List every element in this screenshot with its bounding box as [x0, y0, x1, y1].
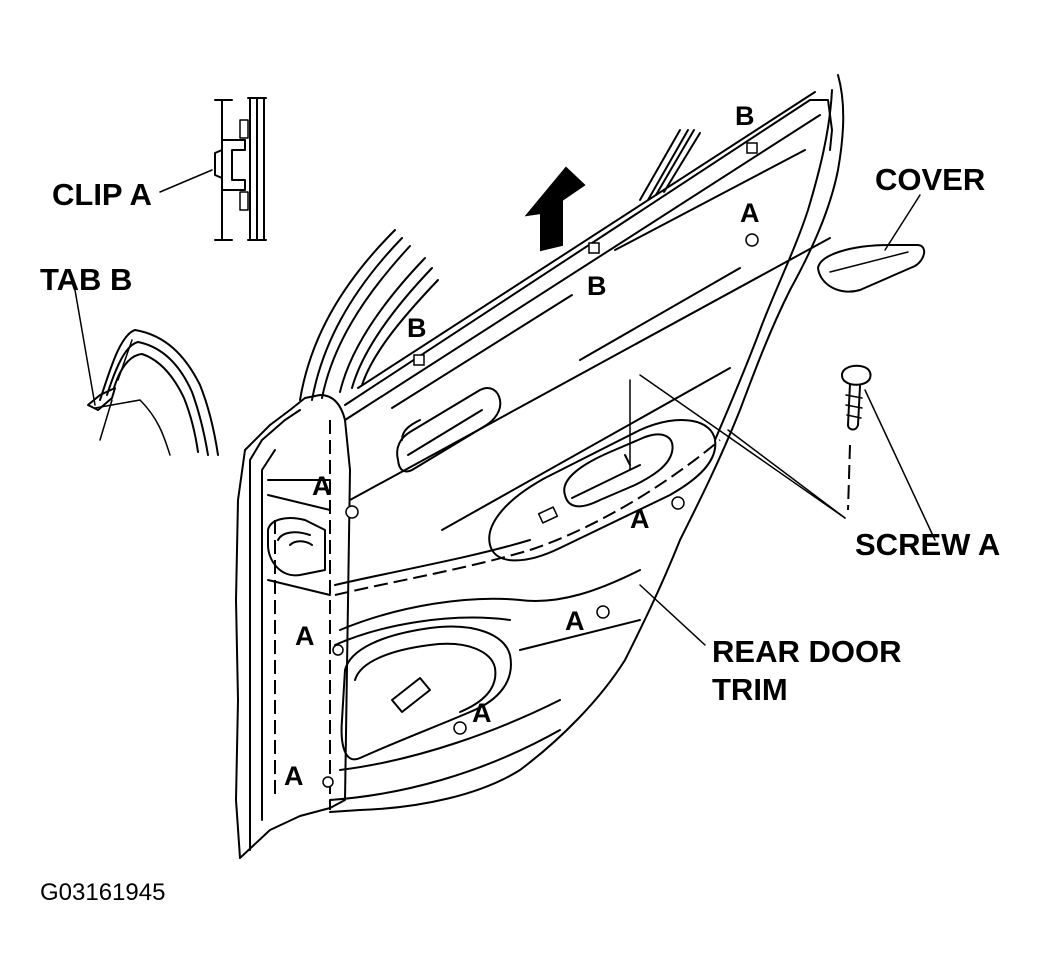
window-frame [299, 129, 701, 401]
marker-a: A [565, 606, 585, 636]
screw-a-leader [639, 374, 846, 519]
marker-b: B [587, 271, 607, 301]
pull-handle [267, 517, 326, 577]
clip-a-detail [214, 97, 267, 241]
figure-code: G03161945 [40, 879, 165, 906]
marker-a: A [284, 761, 304, 791]
removal-direction-arrow [524, 166, 586, 252]
clip-hole [745, 233, 759, 247]
screw-a-leader [727, 429, 846, 519]
screw-a-leader [864, 389, 936, 541]
cover-part [817, 244, 926, 293]
door-pocket [340, 625, 512, 761]
screw-a-label: SCREW A [855, 527, 1000, 562]
tab-b-label: TAB B [40, 262, 132, 297]
clip-hole [322, 776, 334, 788]
marker-a: A [472, 698, 492, 728]
marker-a: A [312, 471, 332, 501]
marker-a: A [740, 198, 760, 228]
clip-hole [332, 644, 344, 656]
clip-holes [322, 142, 759, 788]
screw-a-part [841, 364, 872, 511]
cover-label: COVER [875, 162, 985, 197]
marker-b: B [407, 313, 427, 343]
marker-a: A [630, 504, 650, 534]
tab-slot [746, 142, 758, 154]
clip-hole [453, 721, 467, 735]
tab-b-leader [74, 289, 96, 406]
clip-hole [671, 496, 685, 510]
armrest-switch-panel [488, 418, 717, 562]
tab-b-detail [87, 329, 219, 456]
trim-leader [639, 584, 706, 646]
clip-a-label: CLIP A [52, 177, 152, 212]
tab-slot [413, 354, 425, 366]
rear-door-trim-label-line2: TRIM [712, 672, 788, 707]
inner-handle-recess [396, 387, 502, 473]
door-trim-panel [235, 74, 845, 859]
marker-a: A [295, 621, 315, 651]
leader-lines [74, 169, 936, 646]
clip-hole [596, 605, 610, 619]
cover-leader [884, 194, 921, 251]
rear-door-trim-label: REAR DOOR [712, 634, 901, 669]
clip-hole [345, 505, 359, 519]
clip-a-leader [159, 169, 213, 193]
marker-b: B [735, 101, 755, 131]
tab-slot [588, 242, 600, 254]
